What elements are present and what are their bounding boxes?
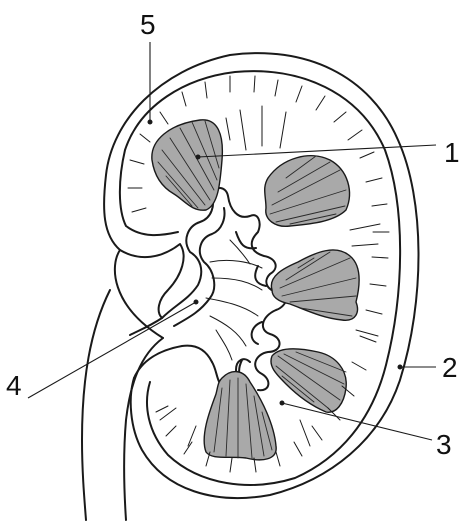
callout-dot-4 [194, 300, 199, 305]
renal-pyramid-bottom [204, 372, 276, 460]
renal-pyramid-upper-left [152, 120, 223, 210]
callout-label-2: 2 [442, 352, 458, 383]
leader-line-3 [282, 403, 432, 440]
leader-line-4 [28, 302, 196, 398]
ureter-outer [82, 290, 110, 520]
callout-label-3: 3 [436, 429, 452, 460]
renal-sinus-outline [120, 244, 184, 335]
callout-label-5: 5 [140, 9, 156, 40]
callout-dot-5 [148, 120, 153, 125]
leader-line-1 [198, 145, 436, 157]
renal-sinus-lower-outline [134, 346, 212, 378]
callout-dot-1 [196, 155, 201, 160]
callout-label-4: 4 [6, 370, 22, 401]
renal-pyramid-middle-right [271, 250, 359, 320]
callout-dot-2 [398, 365, 403, 370]
callout-label-1: 1 [444, 137, 460, 168]
callout-dot-3 [280, 401, 285, 406]
renal-pyramid-upper-right [265, 156, 350, 227]
